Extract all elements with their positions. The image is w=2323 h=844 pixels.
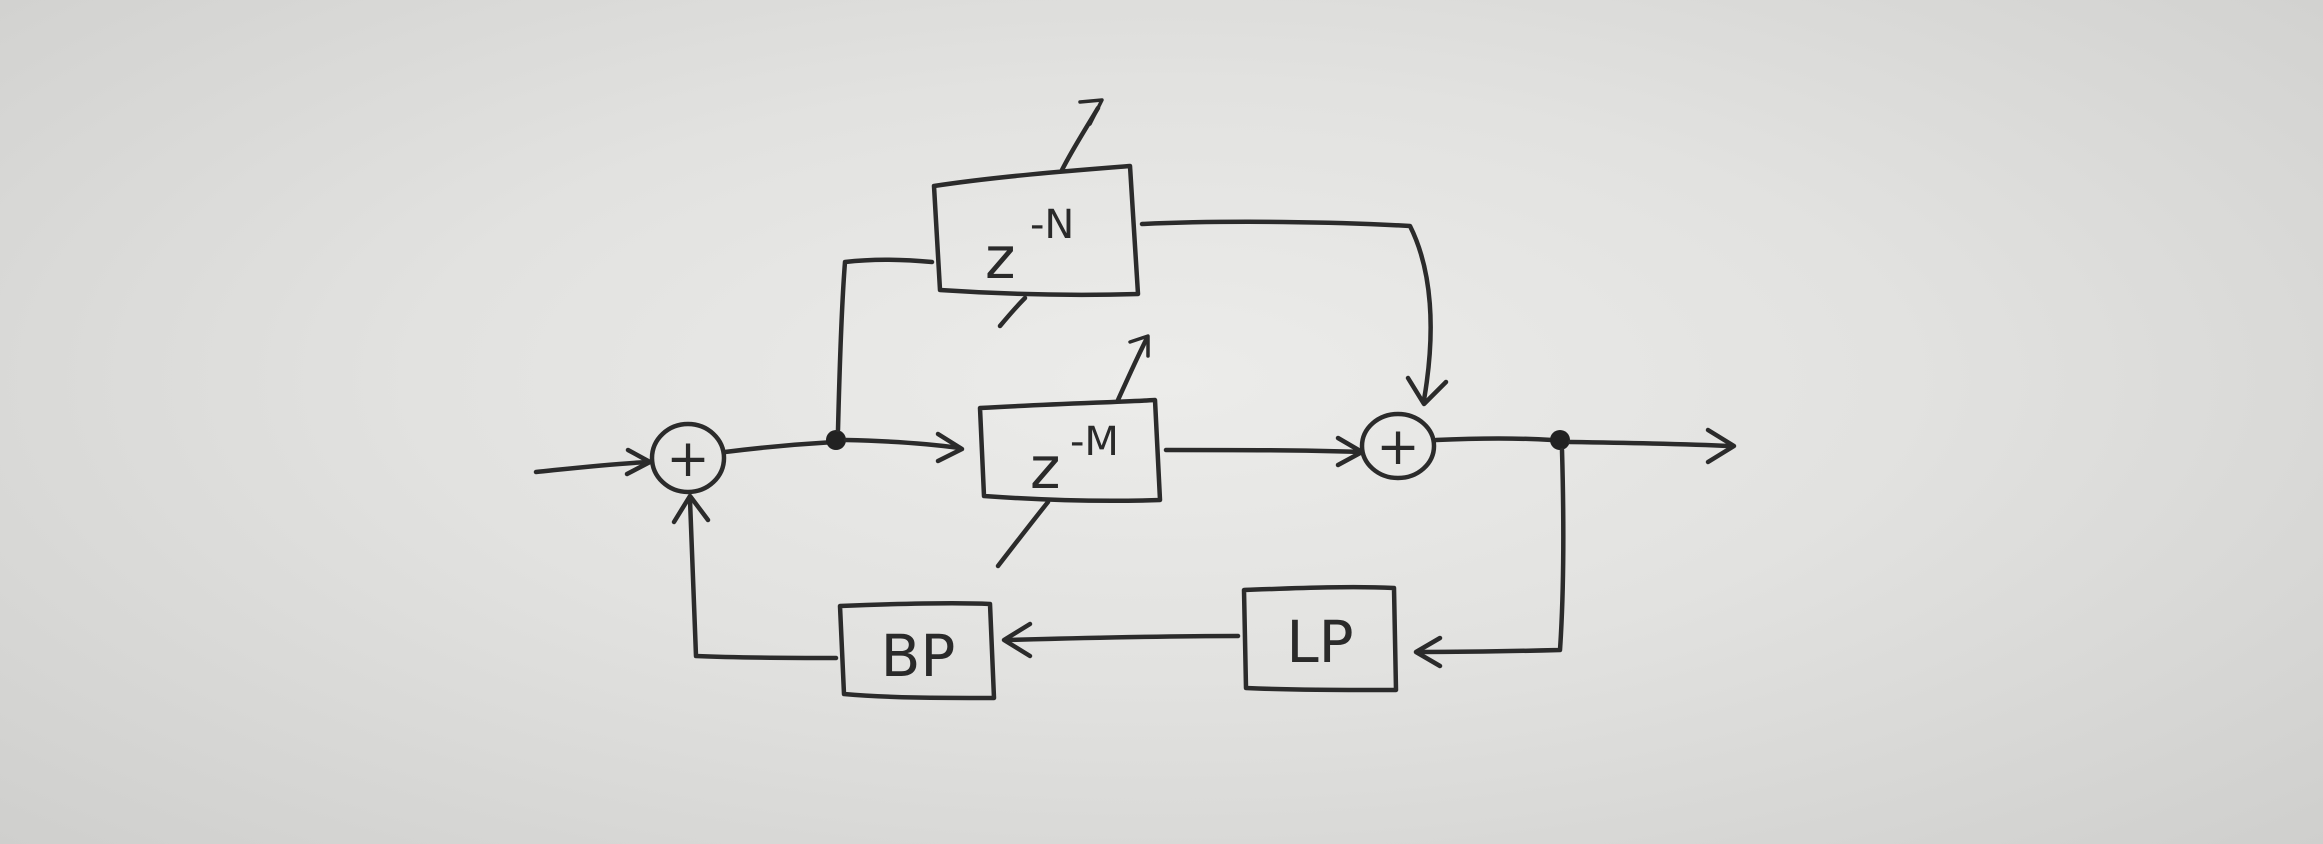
output-adder-symbol: + [1376, 417, 1420, 477]
lp-label: LP [1286, 608, 1353, 676]
junction-to-delay-n-line [835, 257, 935, 433]
lp-to-bp-arrow [1001, 621, 1241, 659]
bp-label: BP [881, 622, 956, 690]
delay-n-exponent: -N [1030, 202, 1074, 248]
input-adder: + [649, 421, 727, 495]
bp-block: BP [837, 600, 997, 701]
delay-n-to-output-adder-arrow [1139, 219, 1449, 407]
lp-block: LP [1241, 584, 1399, 693]
adder-to-output-junction-line [1433, 436, 1555, 443]
delay-n-variable-slash [997, 98, 1104, 329]
delay-n-base: z [985, 224, 1015, 292]
delay-m-block: z -M [977, 397, 1163, 504]
junction-to-delay-m-arrow [843, 431, 965, 464]
feedback-to-lp-arrow [1413, 447, 1566, 669]
output-junction-dot [1550, 430, 1570, 450]
delay-n-block: z -N [931, 163, 1141, 298]
output-arrow [1567, 427, 1737, 465]
adder-to-junction-line [722, 439, 837, 455]
delay-m-to-output-adder-arrow [1163, 435, 1365, 468]
bp-to-input-adder-arrow [671, 493, 839, 661]
split-junction-dot [826, 430, 846, 450]
delay-m-exponent: -M [1070, 419, 1119, 465]
delay-m-variable-slash [995, 334, 1150, 569]
input-adder-symbol: + [666, 429, 710, 489]
input-arrow [533, 447, 653, 477]
output-adder: + [1359, 411, 1437, 481]
delay-m-base: z [1030, 434, 1060, 502]
